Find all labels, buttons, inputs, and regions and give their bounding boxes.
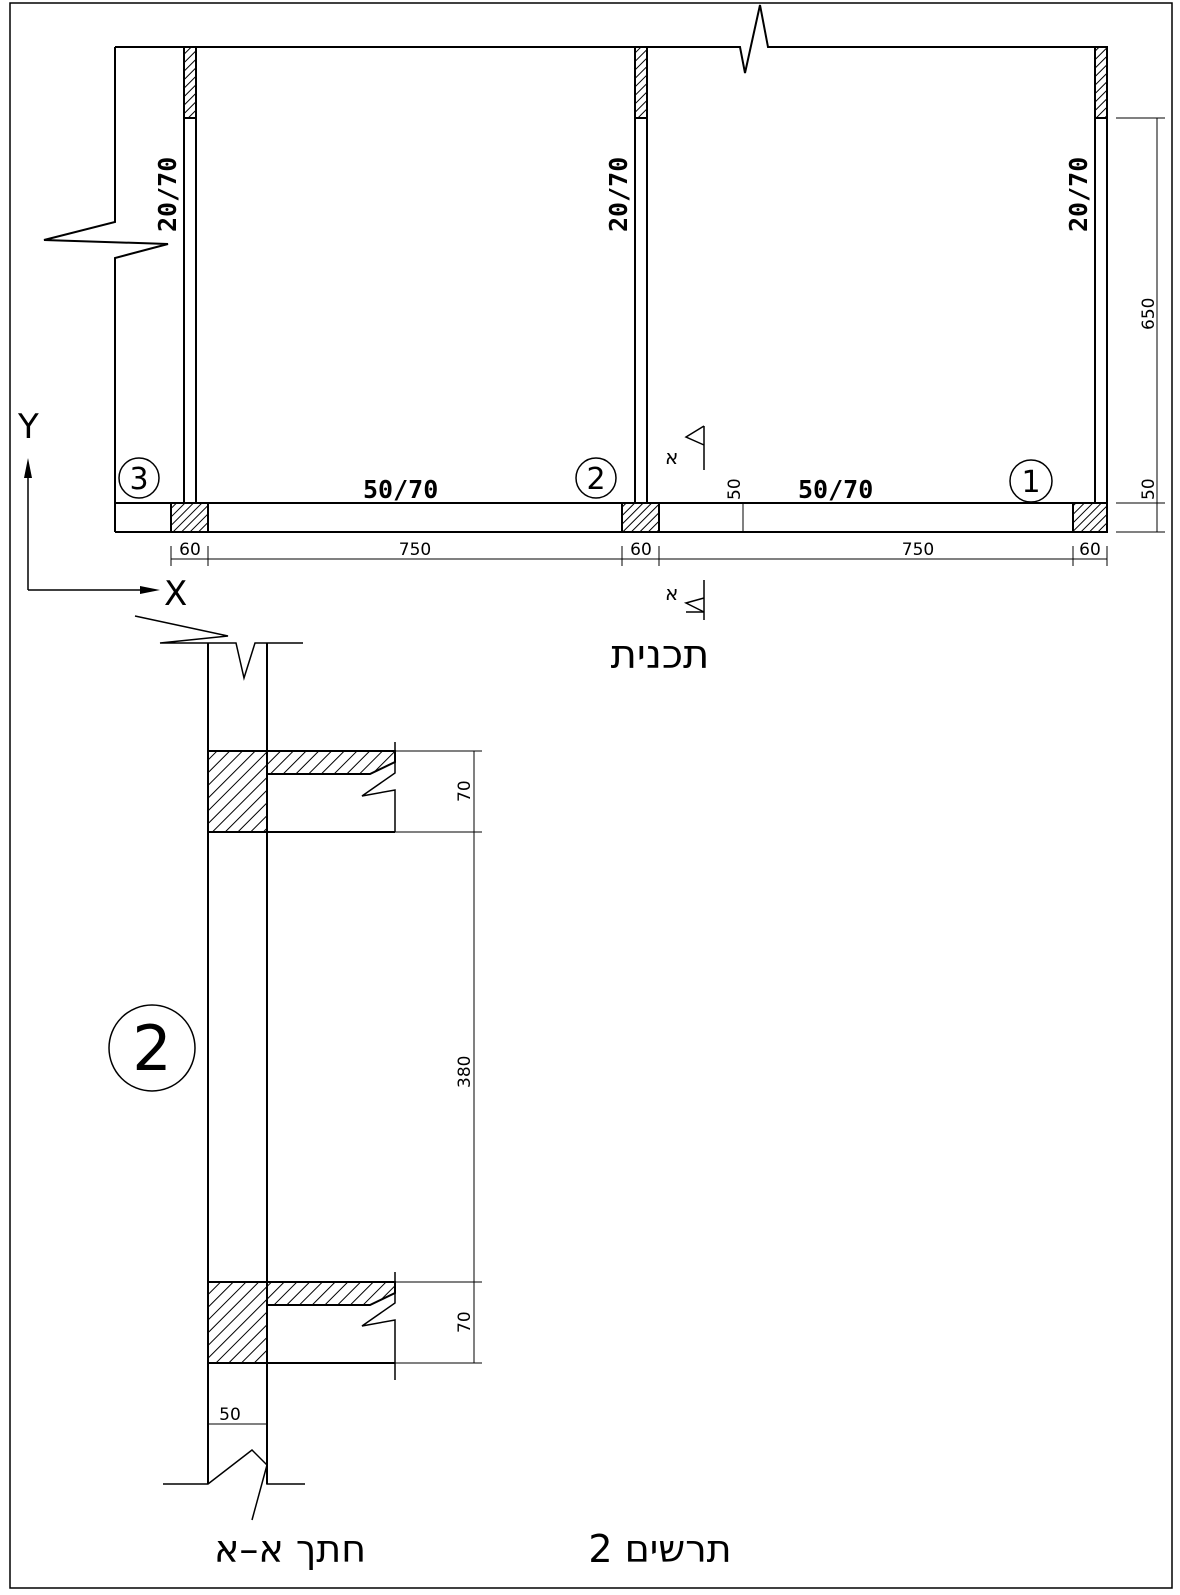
main-beam-label-right: 50/70 xyxy=(798,475,873,504)
frame-marker-2: 2 xyxy=(586,462,605,497)
axes-indicator: Y X xyxy=(17,407,187,614)
section-top-beam-break xyxy=(361,742,396,832)
frame-marker-3: 3 xyxy=(129,462,148,497)
plan-title: תכנית xyxy=(611,632,710,678)
section-frame-marker-circle xyxy=(108,1004,196,1092)
dim-col-2: 60 xyxy=(630,540,652,560)
section-title: חתך א–א xyxy=(214,1527,366,1571)
dim-slab-span: 650 xyxy=(1139,298,1159,330)
dim-top-beam-depth: 70 xyxy=(455,780,475,802)
dim-span-right: 750 xyxy=(902,540,934,560)
frame-marker-3-circle xyxy=(118,457,160,499)
sec-beam-label-3: 20/70 xyxy=(153,157,182,232)
plan-left-edge xyxy=(43,47,169,532)
right-dimension-chain: 650 50 xyxy=(1116,117,1165,533)
beam-depth-dimension: 50 xyxy=(725,478,749,533)
frame-marker-1: 1 xyxy=(1021,465,1040,500)
section-top-beam xyxy=(207,750,396,833)
column-3 xyxy=(170,502,209,533)
dim-clear-height: 380 xyxy=(455,1056,475,1088)
plan-top-edge xyxy=(115,4,1107,74)
sheet-title: תרשים 2 xyxy=(588,1527,731,1571)
dim-section-width: 50 xyxy=(219,1405,241,1425)
section-vertical-dimension: 70 380 70 xyxy=(395,750,482,1364)
sec-beam-2-hatch xyxy=(634,46,648,119)
sec-beam-label-2: 20/70 xyxy=(604,157,633,232)
axis-y-label: Y xyxy=(17,407,39,447)
column-1 xyxy=(1072,502,1108,533)
main-beam-label-left: 50/70 xyxy=(363,475,438,504)
sec-beam-1-hatch xyxy=(1094,46,1108,119)
dim-bottom-beam-depth: 70 xyxy=(455,1311,475,1333)
dim-col-3: 60 xyxy=(179,540,201,560)
sec-beam-3-hatch xyxy=(183,46,197,119)
sec-beam-label-1: 20/70 xyxy=(1064,157,1093,232)
section-cut-letter-bottom: א xyxy=(665,581,678,605)
section-bottom-break-tail xyxy=(251,1464,268,1521)
axis-x-label: X xyxy=(164,574,187,614)
section-bottom-break xyxy=(163,1449,305,1485)
dim-span-left: 750 xyxy=(399,540,431,560)
section-bottom-beam-break xyxy=(361,1272,396,1380)
section-top-break xyxy=(134,615,303,681)
plan-view: 50/70 50/70 20/70 20/70 20/70 3 2 1 א א xyxy=(17,4,1165,678)
section-width-dimension: 50 xyxy=(207,1405,268,1432)
sheet-frame xyxy=(9,2,1173,1589)
section-cut-letter-top: א xyxy=(665,445,678,469)
frame-marker-2-circle xyxy=(575,457,617,499)
section-view: 70 380 70 50 2 חתך א–א xyxy=(108,615,482,1571)
dim-col-1: 60 xyxy=(1079,540,1101,560)
frame-marker-1-circle xyxy=(1009,459,1053,503)
bottom-dimension-chain: 60 750 60 750 60 xyxy=(170,540,1108,566)
dim-beam-depth-right: 50 xyxy=(1139,478,1159,500)
column-2 xyxy=(621,502,660,533)
section-cut-mark-top: א xyxy=(665,425,705,470)
dim-beam-depth: 50 xyxy=(725,478,745,500)
section-cut-mark-bottom: א xyxy=(665,580,705,620)
section-frame-marker: 2 xyxy=(132,1012,171,1085)
